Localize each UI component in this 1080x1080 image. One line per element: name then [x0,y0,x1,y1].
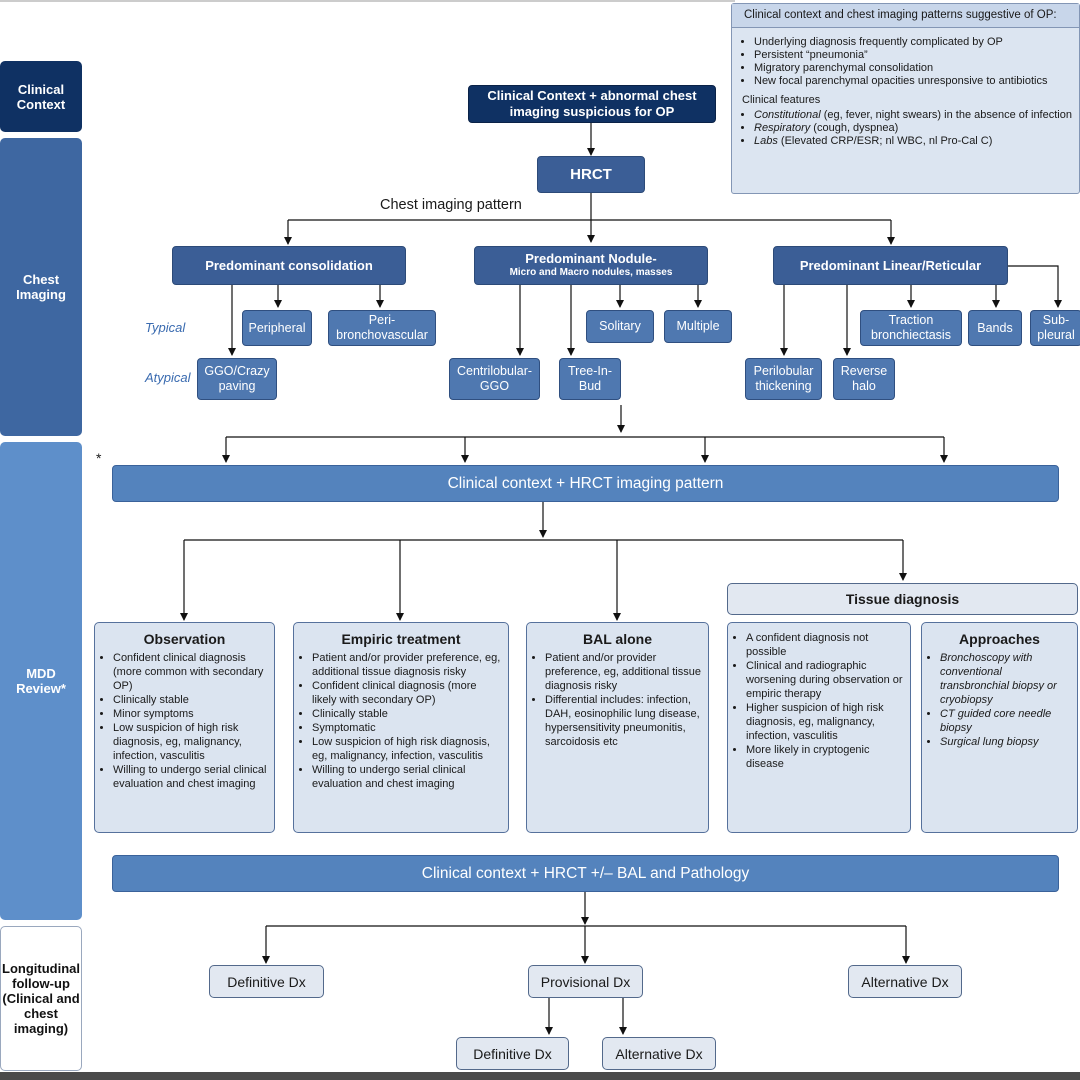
side-label-clinical-context: Clinical Context [0,61,82,132]
observation-item: Willing to undergo serial clinical evalu… [113,763,268,791]
empiric-item: Low suspicion of high risk diagnosis, eg… [312,735,502,763]
op-context-item: Underlying diagnosis frequently complica… [754,36,1075,49]
side-label-chest-imaging: Chest Imaging [0,138,82,436]
empiric-item: Willing to undergo serial clinical evalu… [312,763,502,791]
empiric-item: Patient and/or provider preference, eg, … [312,651,502,679]
bal-item: Differential includes: infection, DAH, e… [545,693,702,749]
observation-title: Observation [143,631,226,647]
bal-alone-box: BAL alone Patient and/or provider prefer… [526,622,709,833]
peribronchovascular-node: Peri-bronchovascular [328,310,436,346]
subpleural-node: Sub-pleural [1030,310,1080,346]
centrilobular-ggo-node: Centrilobular-GGO [449,358,540,400]
clinical-features-list: Constitutional (eg, fever, night swears)… [732,109,1079,148]
consolidation-node: Predominant consolidation [172,246,406,285]
observation-item: Low suspicion of high risk diagnosis, eg… [113,721,268,763]
bottom-edge-bar [0,1072,1080,1080]
tissue-diagnosis-header: Tissue diagnosis [727,583,1078,615]
approaches-title: Approaches [959,631,1040,647]
approaches-list: Bronchoscopy with conventional transbron… [922,651,1077,749]
side-label-text: Longitudinal follow-up (Clinical and che… [2,961,80,1036]
observation-item: Confident clinical diagnosis (more commo… [113,651,268,693]
empiric-treatment-title: Empiric treatment [341,631,461,647]
feature-detail: (Elevated CRP/ESR; nl WBC, nl Pro-Cal C) [777,135,993,147]
tissue-item: Higher suspicion of high risk diagnosis,… [746,701,904,743]
feature-term: Respiratory [754,122,811,134]
tissue-item: Clinical and radiographic worsening duri… [746,659,904,701]
clinical-feature-item: Labs (Elevated CRP/ESR; nl WBC, nl Pro-C… [754,135,1075,148]
empiric-treatment-list: Patient and/or provider preference, eg, … [294,651,508,791]
nodule-title: Predominant Nodule- [525,250,657,266]
linear-reticular-node: Predominant Linear/Reticular [773,246,1008,285]
alternative-dx-node: Alternative Dx [848,965,962,998]
solitary-node: Solitary [586,310,654,343]
tissue-item: A confident diagnosis not possible [746,631,904,659]
feature-detail: (cough, dyspnea) [810,122,899,134]
clinical-feature-item: Respiratory (cough, dyspnea) [754,122,1075,135]
clinical-feature-item: Constitutional (eg, fever, night swears)… [754,109,1075,122]
tree-in-bud-node: Tree-In-Bud [559,358,621,400]
side-label-mdd-review: MDD Review* [0,442,82,920]
definitive-dx-node: Definitive Dx [209,965,324,998]
observation-box: Observation Confident clinical diagnosis… [94,622,275,833]
empiric-item: Symptomatic [312,721,502,735]
feature-term: Labs [754,135,778,147]
nodule-node: Predominant Nodule- Micro and Macro nodu… [474,246,708,285]
start-node: Clinical Context + abnormal chest imagin… [468,85,716,123]
empiric-item: Confident clinical diagnosis (more likel… [312,679,502,707]
op-context-title: Clinical context and chest imaging patte… [732,4,1079,28]
clinical-context-hrct-bar: Clinical context + HRCT imaging pattern [112,465,1059,502]
definitive-dx-followup-node: Definitive Dx [456,1037,569,1070]
op-context-box: Clinical context and chest imaging patte… [731,3,1080,194]
empiric-item: Clinically stable [312,707,502,721]
observation-item: Clinically stable [113,693,268,707]
traction-bronchiectasis-node: Traction bronchiectasis [860,310,962,346]
approach-item: Surgical lung biopsy [940,735,1071,749]
typical-label: Typical [145,320,186,335]
feature-detail: (eg, fever, night swears) in the absence… [820,109,1072,121]
op-context-item: New focal parenchymal opacities unrespon… [754,75,1075,88]
op-context-item: Migratory parenchymal consolidation [754,62,1075,75]
side-label-text: Clinical Context [16,81,66,112]
approaches-box: Approaches Bronchoscopy with conventiona… [921,622,1078,833]
side-label-longitudinal: Longitudinal follow-up (Clinical and che… [0,926,82,1071]
clinical-features-title: Clinical features [742,94,821,106]
bal-alone-title: BAL alone [583,631,652,647]
approach-item: Bronchoscopy with conventional transbron… [940,651,1071,707]
bal-item: Patient and/or provider preference, eg, … [545,651,702,693]
side-label-text: MDD Review* [16,666,66,696]
reverse-halo-node: Reverse halo [833,358,895,400]
hrct-node: HRCT [537,156,645,193]
provisional-dx-node: Provisional Dx [528,965,643,998]
empiric-treatment-box: Empiric treatment Patient and/or provide… [293,622,509,833]
chest-imaging-pattern-label: Chest imaging pattern [380,197,522,213]
op-context-item: Persistent “pneumonia” [754,49,1075,62]
multiple-node: Multiple [664,310,732,343]
op-context-list: Underlying diagnosis frequently complica… [732,36,1079,88]
clinical-context-hrct-bal-pathology-bar: Clinical context + HRCT +/– BAL and Path… [112,855,1059,892]
bal-alone-list: Patient and/or provider preference, eg, … [527,651,708,749]
observation-item: Minor symptoms [113,707,268,721]
side-label-text: Chest Imaging [16,272,66,302]
observation-list: Confident clinical diagnosis (more commo… [95,651,274,791]
tissue-diagnosis-list: A confident diagnosis not possible Clini… [728,631,910,771]
ggo-crazy-paving-node: GGO/Crazy paving [197,358,277,400]
peripheral-node: Peripheral [242,310,312,346]
perilobular-thickening-node: Perilobular thickening [745,358,822,400]
tissue-item: More likely in cryptogenic disease [746,743,904,771]
approach-item: CT guided core needle biopsy [940,707,1071,735]
nodule-subtitle: Micro and Macro nodules, masses [509,266,673,278]
asterisk-marker: * [96,450,102,466]
feature-term: Constitutional [754,109,821,121]
atypical-label: Atypical [145,370,191,385]
alternative-dx-followup-node: Alternative Dx [602,1037,716,1070]
bands-node: Bands [968,310,1022,346]
tissue-diagnosis-box: A confident diagnosis not possible Clini… [727,622,911,833]
